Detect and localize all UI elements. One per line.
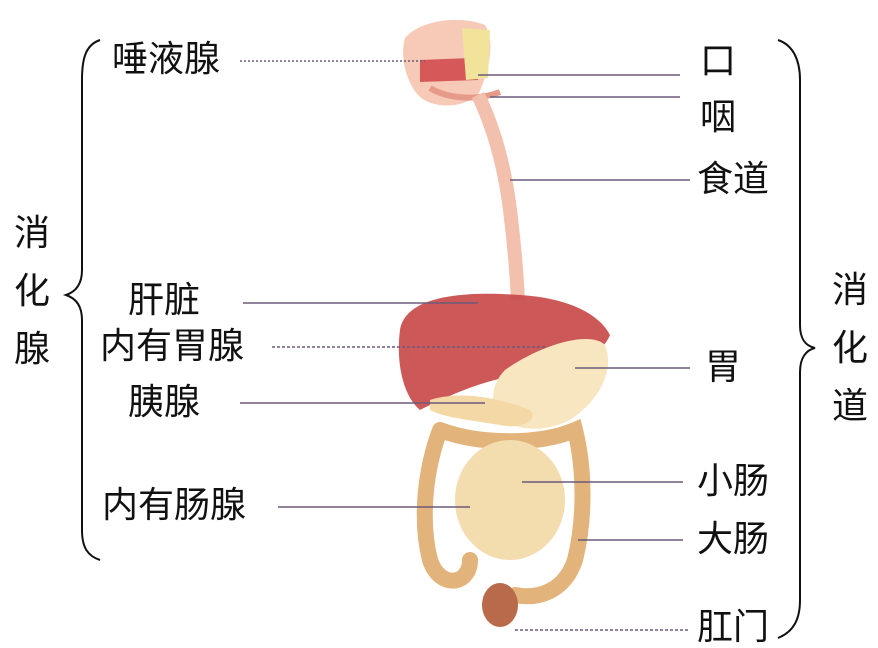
digestive-tract-group-label: 消 化 道 bbox=[830, 262, 870, 436]
anus-label: 肛门 bbox=[697, 610, 769, 646]
digestive-glands-group-label: 消 化 腺 bbox=[12, 205, 52, 379]
digestive-tract-char-1: 消 bbox=[830, 262, 870, 320]
liver-label: 肝脏 bbox=[128, 283, 200, 319]
pharynx-label: 咽 bbox=[700, 100, 736, 136]
large-intestine-label: 大肠 bbox=[697, 522, 769, 558]
head-mouth-illustration bbox=[403, 20, 500, 106]
right-brace bbox=[778, 40, 815, 638]
esophagus-label: 食道 bbox=[697, 162, 769, 198]
stomach-label: 胃 bbox=[705, 350, 741, 386]
salivary-gland-label: 唾液腺 bbox=[112, 42, 220, 78]
left-brace bbox=[66, 40, 100, 560]
digestive-glands-char-3: 腺 bbox=[12, 321, 52, 379]
digestive-glands-char-2: 化 bbox=[12, 263, 52, 321]
mouth-label: 口 bbox=[700, 44, 736, 80]
small-intestine-label: 小肠 bbox=[697, 464, 769, 500]
digestive-glands-char-1: 消 bbox=[12, 205, 52, 263]
digestive-tract-char-3: 道 bbox=[830, 378, 870, 436]
small-intestine-illustration bbox=[455, 440, 565, 560]
intestinal-gland-label: 内有肠腺 bbox=[102, 488, 246, 524]
esophagus-illustration bbox=[478, 95, 518, 300]
gastric-gland-label: 内有胃腺 bbox=[100, 329, 244, 365]
rectum-illustration bbox=[482, 583, 518, 627]
pancreas-label: 胰腺 bbox=[128, 385, 200, 421]
digestive-tract-char-2: 化 bbox=[830, 320, 870, 378]
